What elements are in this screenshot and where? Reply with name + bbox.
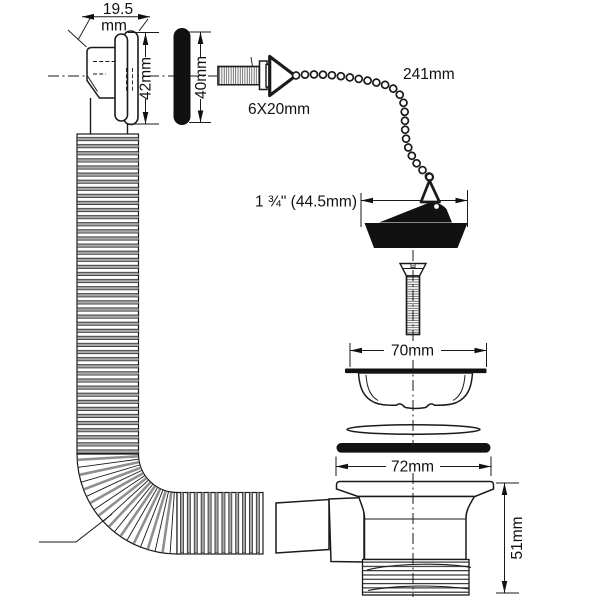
dim-overflow-width-value: 19.5 [103,1,133,18]
overflow-hose [76,133,264,555]
grub-screw [217,54,298,98]
ball-chain [291,70,434,181]
grub-screw-label: 6X20mm [248,101,310,118]
waste-body [335,480,495,596]
dim-body-height [496,482,519,594]
waste-flange [335,480,495,498]
dim-strainer-width-label: 70mm [391,343,434,360]
hose-leader-line [39,513,113,543]
chain-length-label: 241mm [403,66,455,83]
strainer-flange [345,368,487,374]
dim-plug-width [360,190,468,227]
dim-strainer-width [349,343,487,367]
plug-tab-hole [434,204,439,209]
plug-body [364,223,468,248]
plug-size-label: 1 ¾" (44.5mm) [255,194,357,211]
overflow-gasket [173,28,191,125]
chain-toggle [268,54,298,98]
bath-plug [364,172,468,248]
dim-overflow-width-unit: mm [101,18,127,35]
waste-side-inlet [328,496,365,563]
elbow-face-front [114,33,129,122]
dim-overflow-face-height-label: 42mm [138,57,155,100]
hose-end-connector [275,498,330,554]
plug-tab [379,201,452,223]
hose-bend [76,453,178,555]
dim-overflow-face-height [128,32,159,125]
hose-bend-corrugations [77,455,175,554]
dim-overflow-gasket-height-label: 40mm [193,56,210,99]
dim-body-height-label: 51mm [509,516,526,559]
strainer-basket [345,368,487,410]
dim-overflow-gasket-height [189,31,211,123]
dim-overflow-width [82,13,150,32]
dim-gasket-width [335,456,492,476]
plug-link [419,179,441,204]
dim-gasket-width-label: 72mm [391,459,434,476]
